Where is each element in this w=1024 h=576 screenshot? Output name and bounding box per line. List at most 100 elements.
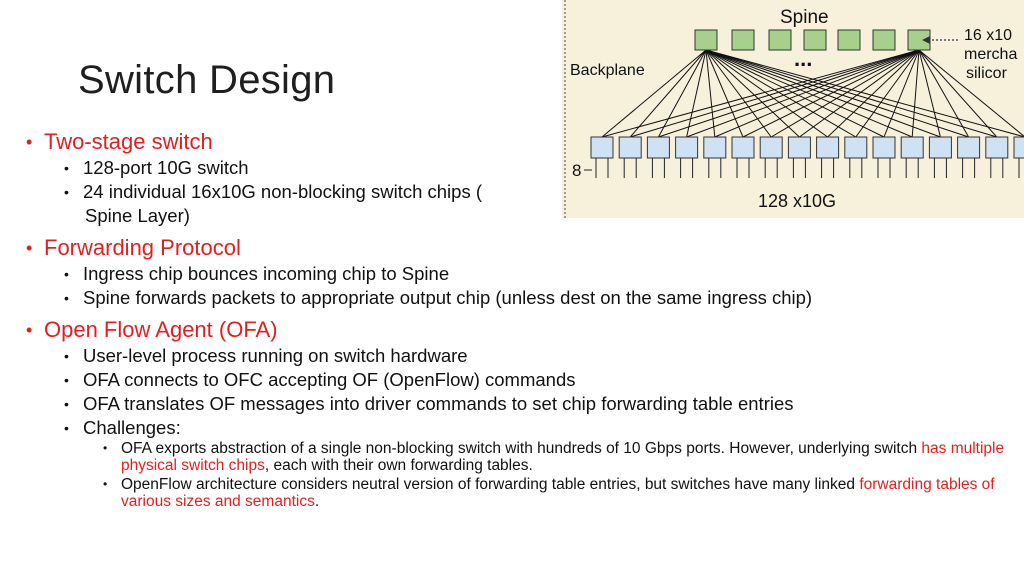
leaf-chip — [872, 136, 896, 159]
count-label-2: mercha — [964, 46, 1017, 63]
spine-chip — [837, 29, 861, 51]
topology-svg: Spine Backplane ... 16 x10 mercha silico… — [564, 0, 1024, 218]
spine-chip — [872, 29, 896, 51]
leaf-chip — [985, 136, 1009, 159]
highlight-text: has multiple physical switch chips — [121, 440, 1005, 474]
leaf-chip — [787, 136, 811, 159]
backplane-link — [799, 49, 920, 138]
spine-chip — [768, 29, 792, 51]
backplane-link — [918, 49, 1024, 137]
backplane-link — [705, 49, 772, 138]
backplane-link — [918, 49, 941, 138]
count-label-3: silicor — [966, 65, 1008, 82]
backplane-link — [601, 49, 707, 138]
spine-chips — [694, 29, 931, 51]
backplane-link — [705, 49, 913, 138]
spine-label: Spine — [780, 7, 829, 28]
leaf-chip — [731, 136, 755, 159]
backplane-label: Backplane — [570, 62, 645, 79]
sub-bullet: •OFA connects to OFC accepting OF (OpenF… — [64, 369, 576, 390]
bullet-text: Ingress chip bounces incoming chip to Sp… — [83, 263, 450, 284]
leaf-chip — [900, 136, 924, 159]
leaf-chip — [703, 136, 727, 159]
backplane-link — [918, 49, 998, 138]
backplane-link — [658, 49, 920, 138]
switch-topology-diagram: Spine Backplane ... 16 x10 mercha silico… — [562, 0, 1024, 218]
sub-bullet: •24 individual 16x10G non-blocking switc… — [64, 181, 482, 202]
backplane-link — [911, 49, 920, 138]
sub-bullet: •Spine forwards packets to appropriate o… — [64, 287, 813, 308]
backplane-link — [705, 49, 744, 138]
bullet-text: Spine forwards packets to appropriate ou… — [83, 287, 813, 308]
leaf-chip — [759, 136, 783, 159]
backplane-link — [827, 49, 920, 138]
bullet-text: User-level process running on switch har… — [83, 345, 468, 366]
bullet-open-flow-agent: •Open Flow Agent (OFA) — [26, 317, 278, 342]
leaf-chip — [844, 136, 868, 159]
bullet-text: , each with their own forwarding tables. — [264, 457, 533, 474]
bullet-text: . — [314, 493, 320, 510]
bullet-two-stage: •Two-stage switch — [26, 129, 213, 154]
spine-chip — [694, 29, 718, 51]
leaf-chip — [618, 136, 642, 159]
bullet-text: OpenFlow architecture considers neutral … — [121, 476, 860, 493]
backplane-link — [855, 49, 920, 138]
bullet-text: Spine Layer) — [85, 205, 190, 226]
bullet-text: Challenges: — [83, 417, 181, 438]
sub-bullet: •User-level process running on switch ha… — [64, 345, 468, 366]
sub-bullet-continuation: Spine Layer) — [24, 204, 1014, 228]
backplane-link — [714, 49, 920, 138]
backplane-link — [883, 49, 920, 138]
sub-sub-bullet: •OpenFlow architecture considers neutral… — [103, 476, 995, 510]
ports-label: 128 x10G — [758, 191, 836, 211]
highlight-text: forwarding tables of various sizes and s… — [121, 476, 995, 510]
leaf-chip — [675, 136, 699, 159]
backplane-link — [686, 49, 920, 138]
backplane-link — [918, 49, 970, 138]
leaf-chip — [646, 136, 670, 159]
leaf-chip — [1013, 136, 1024, 159]
bullet-forwarding-protocol: •Forwarding Protocol — [26, 235, 241, 260]
sub-sub-bullet: •OFA exports abstraction of a single non… — [103, 440, 1005, 474]
backplane-link — [705, 49, 941, 138]
spine-chip — [731, 29, 755, 51]
eight-label: 8 — [572, 161, 581, 180]
slide-title: Switch Design — [78, 58, 336, 102]
leaf-chip — [957, 136, 981, 159]
leaf-chip — [590, 136, 614, 159]
backplane-link — [705, 49, 800, 138]
bullet-heading: Open Flow Agent (OFA) — [44, 317, 278, 342]
backplane-link — [705, 49, 969, 138]
backplane-links — [601, 49, 1024, 138]
spine-ellipsis: ... — [794, 46, 812, 71]
bullet-text: OFA translates OF messages into driver c… — [83, 393, 794, 414]
backplane-link — [629, 49, 707, 138]
backplane-link — [630, 49, 920, 138]
bullet-heading: Two-stage switch — [44, 129, 213, 154]
bullet-heading: Forwarding Protocol — [44, 235, 241, 260]
backplane-link — [657, 49, 707, 138]
bullet-text: 24 individual 16x10G non-blocking switch… — [83, 181, 482, 202]
backplane-link — [742, 49, 920, 138]
bullet-text: OFA connects to OFC accepting OF (OpenFl… — [83, 369, 576, 390]
sub-bullet: •Ingress chip bounces incoming chip to S… — [64, 263, 450, 284]
backplane-link — [705, 49, 1024, 138]
sub-bullet: •OFA translates OF messages into driver … — [64, 393, 794, 414]
leaf-chip — [816, 136, 840, 159]
count-label-1: 16 x10 — [964, 27, 1012, 44]
bullet-list: •Two-stage switch •128-port 10G switch •… — [24, 128, 1014, 512]
backplane-link — [705, 49, 885, 138]
backplane-link — [705, 49, 828, 138]
spine-chip — [803, 29, 827, 51]
backplane-link — [601, 49, 920, 138]
backplane-link — [686, 49, 707, 138]
leaf-chips — [590, 136, 1024, 159]
bullet-text: 128-port 10G switch — [83, 157, 249, 178]
backplane-link — [705, 49, 857, 138]
backplane-link — [705, 49, 997, 138]
sub-bullet: •Challenges: — [64, 417, 181, 438]
backplane-link — [770, 49, 920, 138]
sub-bullet: •128-port 10G switch — [64, 157, 249, 178]
backplane-link — [705, 49, 716, 138]
port-ticks — [584, 158, 1020, 178]
